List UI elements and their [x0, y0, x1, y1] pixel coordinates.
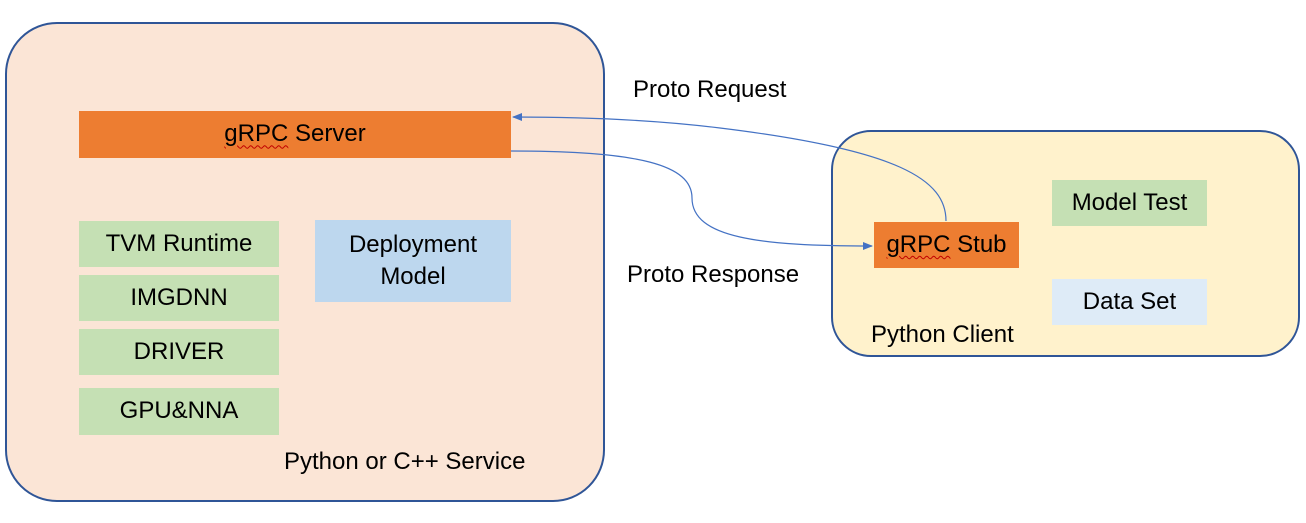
proto-request-label: Proto Request	[633, 76, 787, 103]
grpc-stub-box: gRPC Stub	[874, 222, 1019, 268]
proto-response-arrow	[510, 150, 873, 250]
deployment-model-line2: Model	[380, 263, 446, 290]
grpc-server-prefix: gRPC	[224, 120, 289, 148]
tvm-runtime-box: TVM Runtime	[79, 221, 279, 267]
grpc-server-box: gRPC Server	[79, 111, 511, 158]
gpu-nna-box: GPU&NNA	[79, 388, 279, 435]
service-label: Python or C++ Service	[284, 448, 526, 475]
grpc-stub-prefix: gRPC	[886, 230, 951, 258]
proto-response-label: Proto Response	[627, 261, 800, 288]
proto-request-arrow	[512, 113, 947, 222]
client-label: Python Client	[871, 321, 1014, 348]
deployment-model-line1: Deployment	[348, 230, 478, 258]
grpc-stub-suffix: Stub	[950, 230, 1007, 258]
data-set-box: Data Set	[1052, 279, 1207, 325]
deployment-model-box: Deployment Model	[315, 220, 511, 302]
imgdnn-box: IMGDNN	[79, 275, 279, 321]
grpc-server-suffix: Server	[288, 120, 366, 148]
model-test-box: Model Test	[1052, 180, 1207, 226]
driver-box: DRIVER	[79, 329, 279, 375]
